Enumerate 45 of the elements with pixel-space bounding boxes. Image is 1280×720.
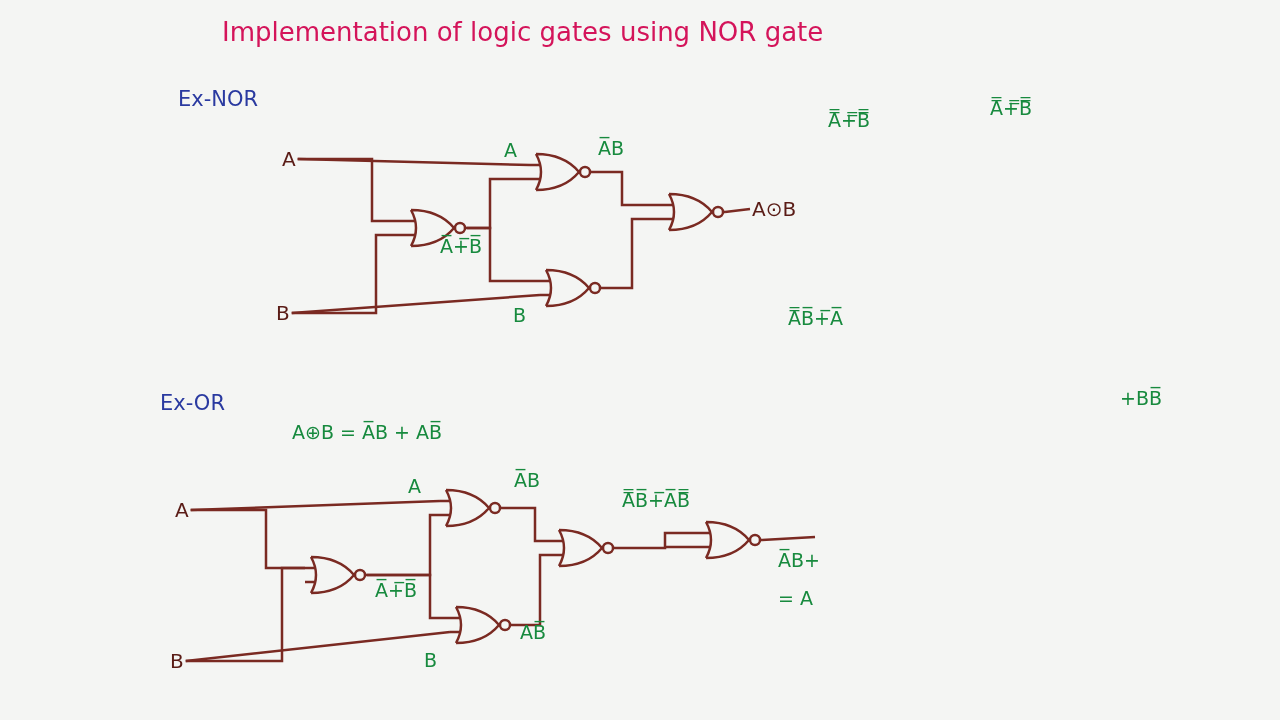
expression-label: B xyxy=(424,648,438,673)
expression-label: A̅B+ xyxy=(778,548,820,573)
expression-label: A̅B xyxy=(514,468,541,493)
nor-gate-symbol xyxy=(450,605,512,645)
wire xyxy=(297,157,405,223)
wire xyxy=(367,573,450,620)
expression-label: A̿B̅+̅A̅ xyxy=(788,306,843,331)
nor-gate-symbol xyxy=(700,520,762,560)
section-heading: Ex-NOR xyxy=(178,86,259,113)
nor-gate-symbol xyxy=(530,152,592,192)
signal-label: A xyxy=(282,146,296,172)
expression-label: = A xyxy=(778,586,813,611)
nor-gate-symbol xyxy=(553,528,615,568)
section-heading: Ex-OR xyxy=(160,390,225,417)
signal-label: A xyxy=(175,497,189,523)
expression-label: A̿+̿B̿ xyxy=(828,108,870,133)
wire xyxy=(502,506,553,543)
expression-label: A̅B xyxy=(598,136,625,161)
wire xyxy=(467,226,540,283)
expression-label: A̅+̅B̅ xyxy=(440,234,482,259)
wire xyxy=(512,553,553,627)
signal-label: B xyxy=(276,300,290,326)
nor-gate-symbol xyxy=(440,488,502,528)
wire xyxy=(592,170,663,207)
wire xyxy=(613,531,702,550)
nor-gate-symbol xyxy=(540,268,602,308)
expression-label: +BB̅ xyxy=(1120,386,1162,411)
signal-label: B xyxy=(170,648,184,674)
expression-label: AB̅ xyxy=(520,620,547,645)
expression-label: A̿+̿B̿ xyxy=(990,96,1032,121)
expression-label: A xyxy=(408,474,421,499)
expression-label: A̅+̅B̅ xyxy=(375,578,417,603)
expression-label: A̿B̅+̅A̅B̿ xyxy=(622,488,690,513)
wire xyxy=(761,535,816,542)
wire xyxy=(602,217,663,290)
signal-label: A⊙B xyxy=(752,196,797,222)
wire xyxy=(724,207,751,214)
wire xyxy=(185,630,451,663)
expression-label: B xyxy=(513,303,527,328)
title: Implementation of logic gates using NOR gate xyxy=(222,16,824,49)
expression-label: A xyxy=(504,138,517,163)
wire xyxy=(291,293,541,315)
nor-gate-symbol xyxy=(663,192,725,232)
expression-label: A⊕B = A̅B + AB̅ xyxy=(292,420,442,445)
nor-gate-symbol xyxy=(305,555,367,595)
